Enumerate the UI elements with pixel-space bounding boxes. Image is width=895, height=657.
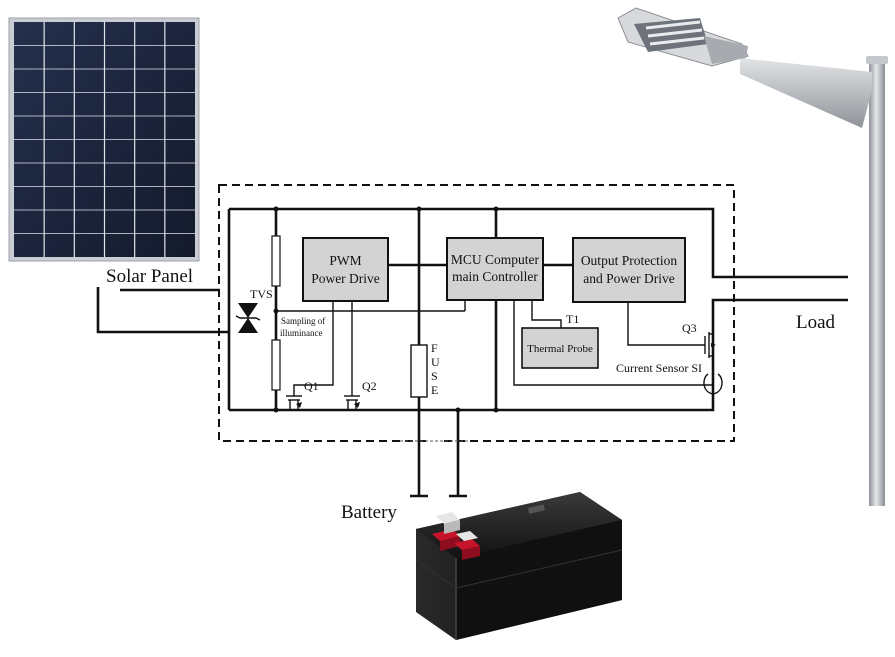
- solar-panel-image: [8, 17, 200, 262]
- sampling-label-line2: illuminance: [280, 328, 323, 338]
- output-protection-block: Output Protection and Power Drive: [572, 237, 686, 303]
- pwm-block-line1: PWM: [329, 253, 361, 268]
- fuse-letter-u: U: [431, 355, 440, 369]
- tvs-label: TVS: [250, 287, 273, 301]
- battery-image: [415, 492, 623, 640]
- output-block-line2: and Power Drive: [583, 271, 674, 286]
- t1-label: T1: [566, 312, 579, 326]
- pwm-block-line2: Power Drive: [311, 271, 380, 286]
- street-light-image: [617, 7, 888, 506]
- fuse-letter-e: E: [431, 383, 438, 397]
- thermal-probe-block: Thermal Probe: [521, 327, 599, 369]
- mcu-block-line1: MCU Computer: [451, 252, 540, 267]
- thermal-block-line1: Thermal Probe: [527, 343, 593, 355]
- q2-label: Q2: [362, 379, 377, 393]
- q1-transistor-icon: [286, 395, 302, 410]
- current-sensor-coil-icon: [703, 373, 723, 395]
- q3-label: Q3: [682, 321, 697, 335]
- sampling-resistor-lower-icon: [271, 339, 281, 391]
- mcu-controller-block: MCU Computer main Controller: [446, 237, 544, 301]
- fuse-letter-s: S: [431, 369, 438, 383]
- fuse-letter-f: F: [431, 341, 438, 355]
- battery-terminal-positive-icon: [432, 512, 460, 551]
- current-sensor-label: Current Sensor SI: [616, 361, 702, 375]
- sampling-label-line1: Sampling of: [281, 316, 325, 326]
- output-block-line1: Output Protection: [581, 253, 678, 268]
- q1-label: Q1: [304, 379, 319, 393]
- pwm-power-drive-block: PWM Power Drive: [302, 237, 389, 302]
- mcu-block-line2: main Controller: [452, 269, 538, 284]
- q3-transistor-icon: [704, 332, 716, 358]
- controller-enclosure: [218, 184, 735, 442]
- solar-panel-label: Solar Panel: [106, 266, 193, 287]
- q2-transistor-icon: [344, 395, 360, 410]
- sampling-resistor-upper-icon: [271, 235, 281, 287]
- tvs-diode-icon: [235, 300, 261, 334]
- load-label: Load: [796, 312, 836, 333]
- junction-dots: [273, 206, 499, 413]
- battery-terminal-negative-icon: [454, 531, 480, 560]
- fuse-icon: [410, 344, 428, 398]
- battery-label: Battery: [341, 502, 397, 523]
